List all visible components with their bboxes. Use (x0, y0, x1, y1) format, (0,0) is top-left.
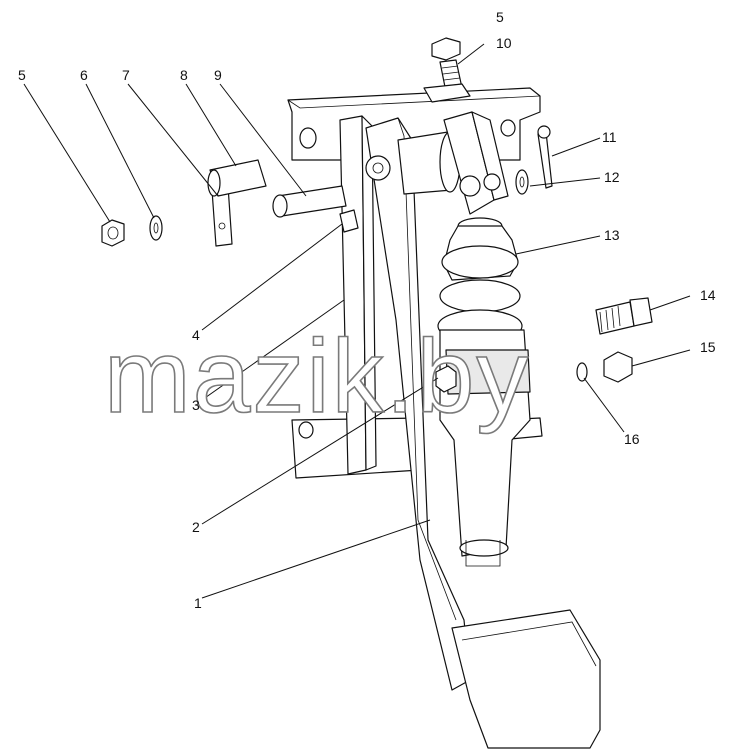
callout-7: 7 (122, 67, 130, 83)
master-cylinder (439, 329, 531, 567)
clevis-pin (272, 185, 347, 218)
callout-11: 11 (602, 129, 617, 145)
fitting-washer (576, 362, 588, 382)
callout-2: 2 (192, 519, 200, 535)
callout-3: 3 (192, 397, 200, 413)
pedal-pad (451, 609, 601, 749)
cotter-pin (537, 125, 553, 189)
washer-right (515, 169, 529, 195)
loose-washer (149, 215, 163, 241)
fitting-nut (603, 351, 633, 383)
leader-lines (23, 43, 691, 599)
clevis-fork (443, 111, 509, 215)
loose-nut-left (101, 219, 125, 247)
callout-5-top: 5 (496, 9, 504, 25)
pedal-stop-nut (435, 365, 457, 393)
callout-14: 14 (700, 287, 716, 303)
callout-16: 16 (624, 431, 640, 447)
adjusting-bolt (423, 59, 471, 103)
callout-9: 9 (214, 67, 222, 83)
callout-8: 8 (180, 67, 188, 83)
callout-5-left: 5 (18, 67, 26, 83)
side-bracket (339, 115, 377, 475)
callouts: 5 10 5 6 7 8 9 11 12 13 14 4 3 15 16 2 1 (18, 9, 716, 611)
callout-1: 1 (194, 595, 202, 611)
stud (339, 209, 359, 233)
callout-12: 12 (604, 169, 620, 185)
callout-6: 6 (80, 67, 88, 83)
callout-15: 15 (700, 339, 716, 355)
callout-13: 13 (604, 227, 620, 243)
callout-10: 10 (496, 35, 512, 51)
rubber-boot (437, 217, 523, 343)
callout-4: 4 (192, 327, 200, 343)
watermark-text: mazik.by (104, 319, 530, 435)
loose-nut-top (431, 37, 461, 61)
bushing (207, 159, 267, 197)
union-fitting (595, 297, 653, 335)
